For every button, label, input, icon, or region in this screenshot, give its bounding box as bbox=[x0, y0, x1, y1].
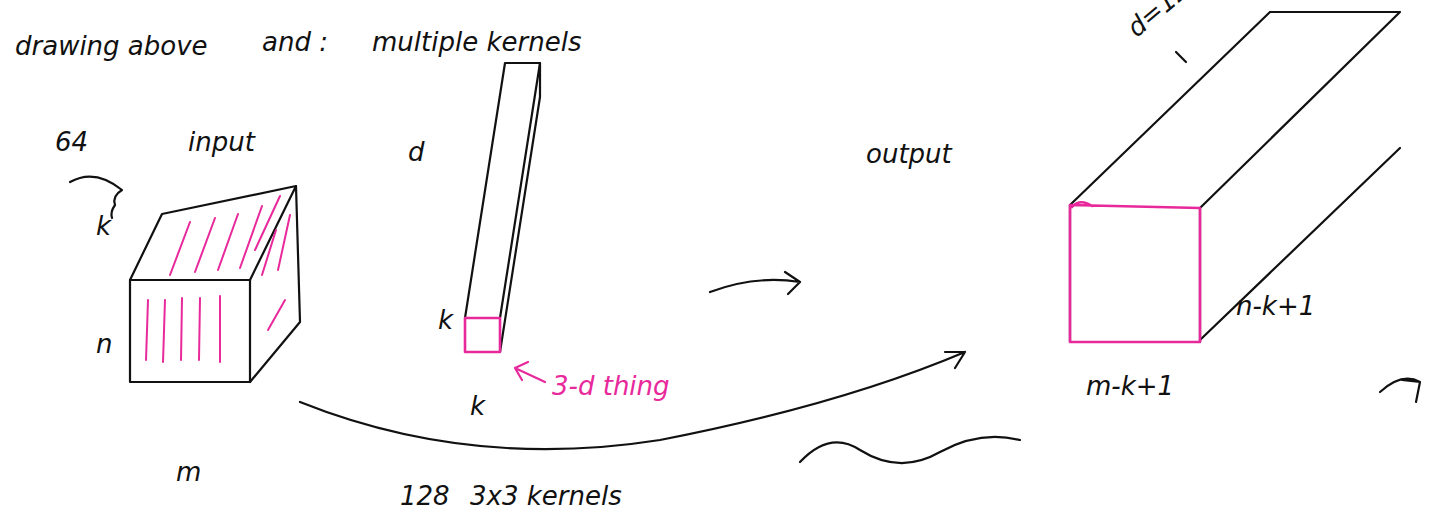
annotation: 3-d thing bbox=[552, 372, 670, 401]
pointer-arrow bbox=[515, 362, 545, 382]
dimension-label: 64 bbox=[55, 128, 88, 157]
dimension-label: m bbox=[176, 458, 201, 487]
flow-arrow bbox=[710, 272, 800, 294]
output-volume bbox=[1070, 12, 1400, 342]
count-label: 128 bbox=[400, 482, 450, 511]
note-text: and : bbox=[262, 28, 328, 57]
output-face bbox=[1070, 202, 1200, 342]
input-hatching bbox=[146, 196, 290, 362]
volume-label: input bbox=[188, 128, 255, 157]
right-arc bbox=[1380, 379, 1420, 402]
note-text: multiple kernels bbox=[372, 28, 581, 57]
volume-label: output bbox=[866, 140, 952, 169]
depth-tick bbox=[1176, 52, 1186, 62]
bottom-arc bbox=[300, 352, 965, 449]
kernel-face bbox=[465, 318, 500, 352]
dimension-label: k bbox=[470, 392, 485, 421]
dimension-label: k bbox=[438, 306, 453, 335]
squiggle bbox=[800, 437, 1020, 463]
note-text: drawing above bbox=[15, 32, 208, 61]
dimension-label: m-k+1 bbox=[1086, 372, 1174, 401]
kernel-label: 3x3 kernels bbox=[470, 482, 622, 511]
dimension-label: d bbox=[408, 138, 425, 167]
dimension-label: d=128 bbox=[1122, 0, 1208, 43]
dimension-label: n bbox=[96, 330, 112, 359]
dimension-label: n-k+1 bbox=[1236, 292, 1315, 321]
dimension-label: k bbox=[96, 212, 111, 241]
input-volume bbox=[130, 186, 300, 382]
kernel-prism bbox=[465, 63, 540, 352]
